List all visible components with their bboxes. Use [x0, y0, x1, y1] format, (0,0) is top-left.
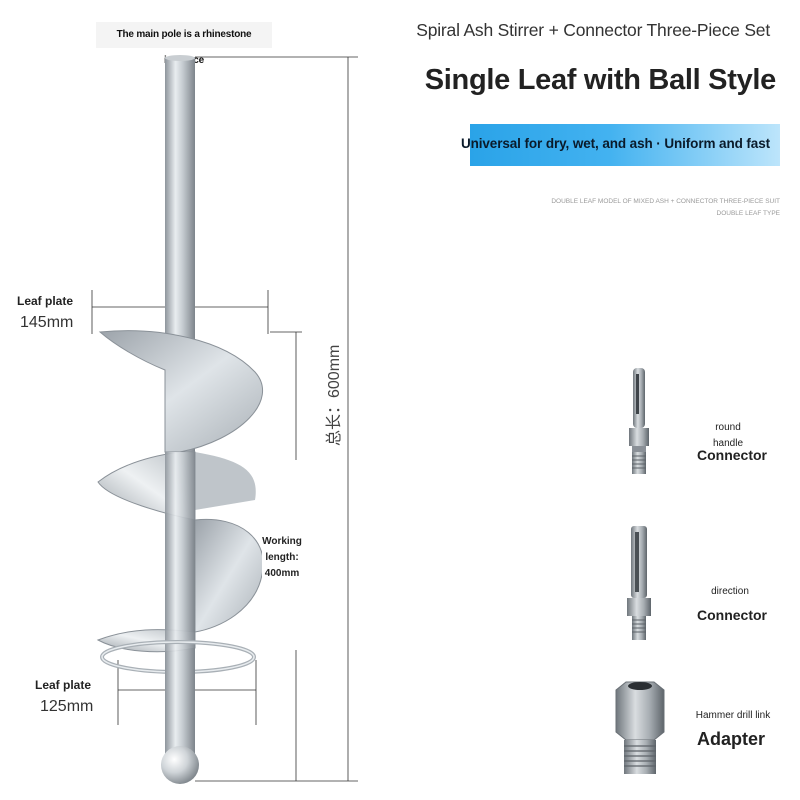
connectors-illustration [615, 368, 665, 774]
adapter-name: Adapter [697, 729, 766, 749]
working-length-label: Working length: 400mm [258, 534, 306, 582]
total-length: 总长：600mm [318, 326, 343, 446]
working-length-panel [262, 460, 302, 650]
top-leaf-label: Leaf plate [17, 294, 74, 308]
bottom-leaf-value: 125mm [40, 698, 94, 715]
subtitle-line-1: DOUBLE LEAF MODEL OF MIXED ASH + CONNECT… [551, 198, 780, 205]
top-leaf-value: 145mm [20, 314, 74, 331]
working-length-line-3: 400mm [264, 568, 300, 579]
english-subtitle: DOUBLE LEAF MODEL OF MIXED ASH + CONNECT… [551, 196, 780, 220]
set-title: Spiral Ash Stirrer + Connector Three-Pie… [416, 20, 770, 40]
spiral-leaf-lower [194, 518, 264, 633]
feature-banner: Universal for dry, wet, and ash · Unifor… [461, 124, 780, 166]
adapter-sub: Hammer drill link [695, 710, 771, 721]
direction-connector-icon [627, 526, 651, 640]
connector-1-sub: round handle [704, 420, 752, 452]
working-length-line-2: length: [265, 552, 299, 563]
hex-adapter-icon [615, 681, 665, 774]
bottom-leaf-label: Leaf plate [35, 678, 92, 692]
connector-1-sub-line-1: round [715, 422, 741, 433]
main-title: Single Leaf with Ball Style [424, 64, 777, 96]
connector-1-name: Connector [697, 447, 767, 463]
total-length-text: 总长：600mm [326, 344, 343, 446]
round-handle-connector-icon [629, 368, 649, 474]
subtitle-line-2: DOUBLE LEAF TYPE [716, 210, 780, 217]
spiral-leaf-top [98, 330, 263, 453]
connector-2-sub: direction [711, 586, 749, 597]
ball-end [161, 746, 199, 784]
connector-2-name: Connector [697, 607, 767, 623]
working-length-line-1: Working [262, 536, 302, 547]
connector-1-sub-line-2: handle [712, 438, 744, 449]
banner-text: Universal for dry, wet, and ash · Unifor… [460, 136, 770, 151]
